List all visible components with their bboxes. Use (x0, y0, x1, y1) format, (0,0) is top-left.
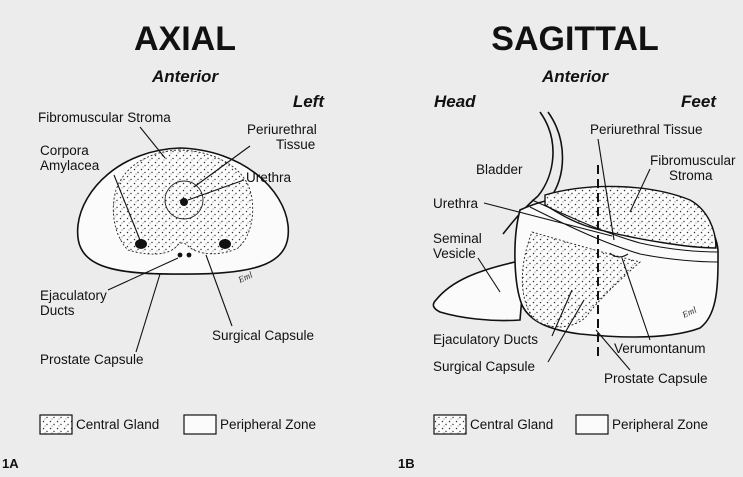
axial-label-ejac-1: Ejaculatory (40, 288, 107, 303)
sagittal-label-ejaculatory-ducts: Ejaculatory Ducts (433, 332, 538, 347)
axial-label-periurethral-2: Tissue (276, 137, 315, 152)
axial-anterior-label: Anterior (151, 67, 220, 86)
axial-urethra-dot (180, 198, 188, 206)
axial-legend-central-label: Central Gland (76, 417, 159, 432)
axial-leader-prostate-capsule (136, 274, 160, 352)
sagittal-legend-peripheral-swatch (576, 415, 608, 434)
axial-label-corpora-1: Corpora (40, 143, 89, 158)
axial-label-periurethral-1: Periurethral (247, 122, 317, 137)
sagittal-bladder-wall-inner (548, 112, 563, 198)
sagittal-label-verumontanum: Verumontanum (614, 341, 706, 356)
axial-label-urethra: Urethra (246, 170, 292, 185)
axial-ejac-duct-left (178, 253, 183, 258)
sagittal-legend-peripheral-label: Peripheral Zone (612, 417, 708, 432)
sagittal-legend-central-label: Central Gland (470, 417, 553, 432)
sagittal-figure-label: 1B (398, 456, 415, 471)
axial-legend-central-swatch (40, 415, 72, 434)
axial-corpora-right (219, 239, 231, 249)
axial-label-ejac-2: Ducts (40, 303, 75, 318)
axial-ejac-duct-right (187, 253, 192, 258)
axial-label-corpora-2: Amylacea (40, 158, 100, 173)
sagittal-title: SAGITTAL (491, 20, 658, 58)
sagittal-label-surgical-capsule: Surgical Capsule (433, 359, 535, 374)
sagittal-legend-central-swatch (434, 415, 466, 434)
sagittal-feet-label: Feet (681, 92, 717, 111)
axial-figure-label: 1A (2, 456, 19, 471)
sagittal-label-urethra: Urethra (433, 196, 479, 211)
axial-legend-peripheral-swatch (184, 415, 216, 434)
sagittal-label-prostate-capsule: Prostate Capsule (604, 371, 708, 386)
sagittal-anterior-label: Anterior (541, 67, 610, 86)
sagittal-label-periurethral: Periurethral Tissue (590, 122, 703, 137)
sagittal-seminal-vesicle (433, 262, 525, 321)
axial-title: AXIAL (134, 20, 236, 58)
sagittal-label-seminal-1: Seminal (433, 231, 482, 246)
sagittal-label-fibro-1: Fibromuscular (650, 153, 736, 168)
axial-left-label: Left (293, 92, 326, 111)
axial-label-surgical-capsule: Surgical Capsule (212, 328, 314, 343)
sagittal-label-bladder: Bladder (476, 162, 523, 177)
sagittal-head-label: Head (434, 92, 476, 111)
axial-corpora-left (135, 239, 147, 249)
sagittal-label-fibro-2: Stroma (669, 168, 713, 183)
axial-label-prostate-capsule: Prostate Capsule (40, 352, 144, 367)
axial-label-fibromuscular-stroma: Fibromuscular Stroma (38, 110, 171, 125)
axial-legend-peripheral-label: Peripheral Zone (220, 417, 316, 432)
sagittal-label-seminal-2: Vesicle (433, 246, 476, 261)
